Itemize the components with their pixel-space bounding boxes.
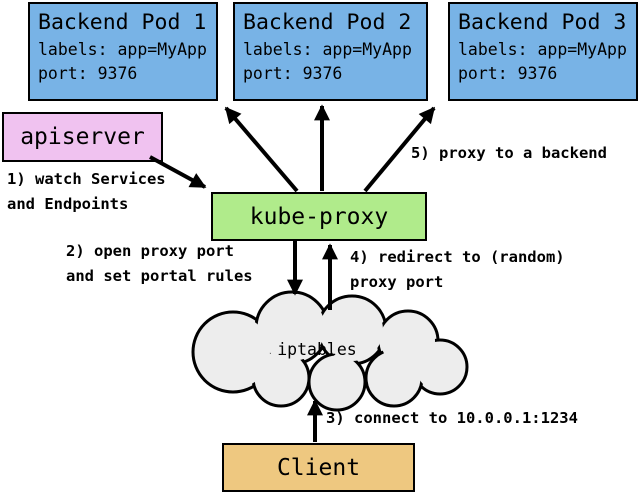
annotation-step4: 4) redirect to (random) proxy port — [350, 248, 565, 291]
backend-pod-2-title: Backend Pod 2 — [243, 10, 412, 35]
apiserver-box: apiserver — [2, 112, 163, 162]
backend-pod-3-box: Backend Pod 3 labels: app=MyApp port: 93… — [448, 2, 638, 101]
backend-pod-2-box: Backend Pod 2 labels: app=MyApp port: 93… — [233, 2, 428, 101]
annotation-step1: 1) watch Services and Endpoints — [7, 170, 166, 213]
backend-pod-1-title: Backend Pod 1 — [38, 10, 207, 35]
iptables-label: iptables — [277, 340, 357, 359]
backend-pod-3-title: Backend Pod 3 — [458, 10, 627, 35]
apiserver-label: apiserver — [20, 124, 145, 150]
client-box: Client — [222, 443, 415, 492]
annotation-step5: 5) proxy to a backend — [411, 144, 607, 162]
annotation-step2: 2) open proxy port and set portal rules — [66, 242, 253, 285]
backend-pod-2-labels: labels: app=MyApp — [243, 40, 412, 59]
client-label: Client — [276, 454, 361, 481]
arrow-kube-proxy-to-pod1 — [224, 106, 299, 193]
kube-proxy-box: kube-proxy — [211, 192, 427, 241]
backend-pod-3-labels: labels: app=MyApp — [458, 40, 627, 59]
backend-pod-1-port: port: 9376 — [38, 64, 138, 83]
kube-proxy-label: kube-proxy — [249, 203, 389, 230]
backend-pod-2-port: port: 9376 — [243, 64, 343, 83]
backend-pod-1-box: Backend Pod 1 labels: app=MyApp port: 93… — [28, 2, 218, 101]
annotation-step3: 3) connect to 10.0.0.1:1234 — [326, 409, 578, 427]
backend-pod-1-labels: labels: app=MyApp — [38, 40, 207, 59]
backend-pod-3-port: port: 9376 — [458, 64, 558, 83]
